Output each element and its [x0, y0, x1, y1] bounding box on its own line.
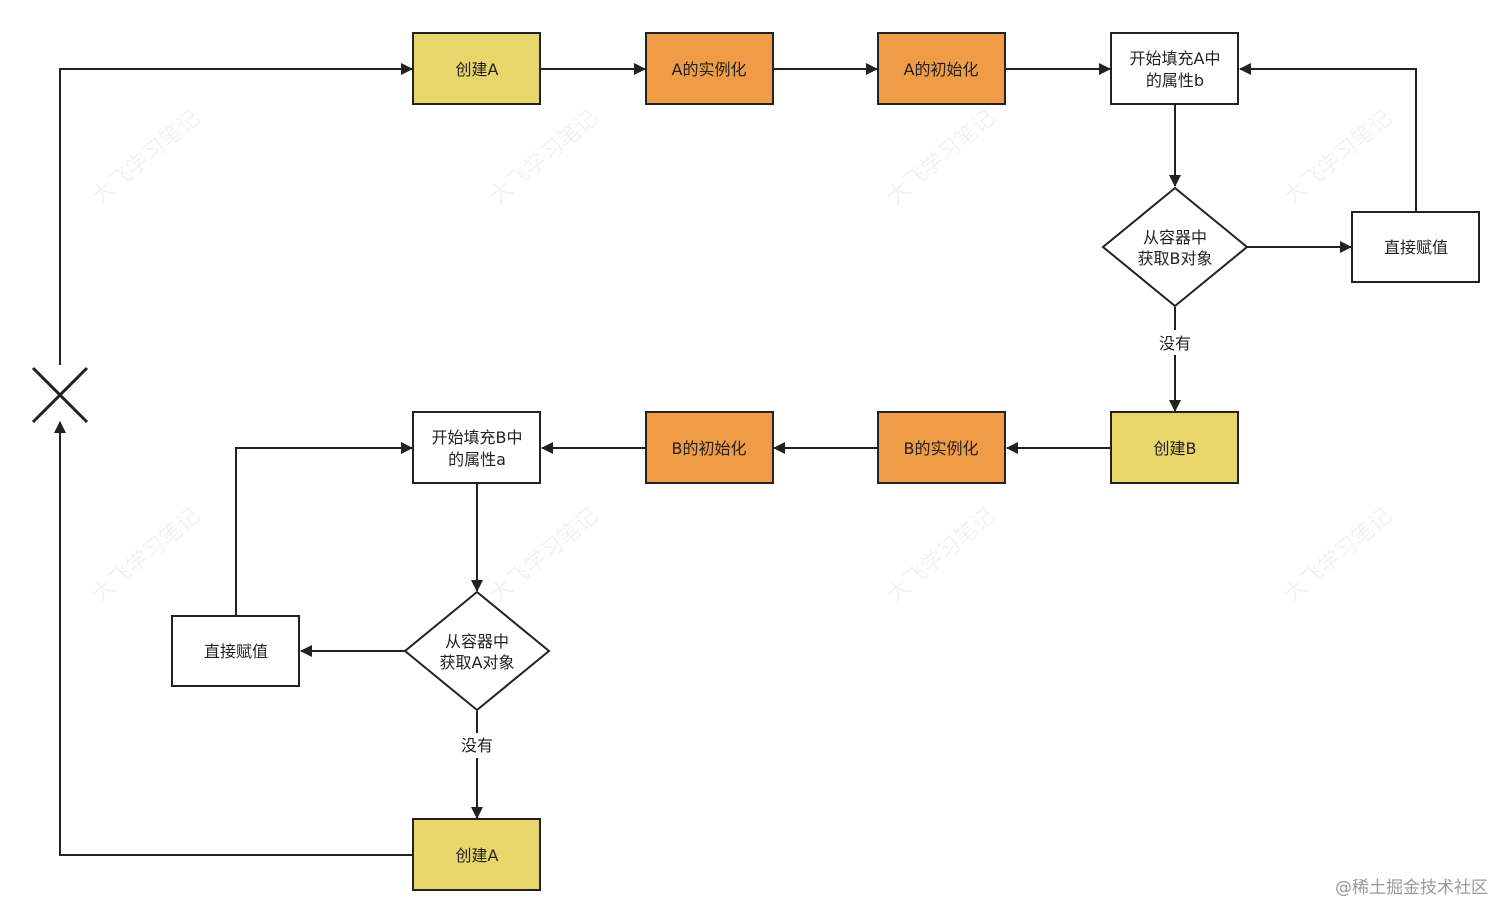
node-get-b-decision-line-1: 从容器中: [1143, 228, 1207, 247]
node-create-a-bottom: 创建A: [412, 818, 541, 891]
node-b-initialize-label: B的初始化: [672, 439, 747, 458]
node-assign-right-label: 直接赋值: [1384, 238, 1448, 257]
edge-label-no-a: 没有: [461, 736, 493, 755]
node-get-b-decision-line-2: 获取B对象: [1138, 249, 1213, 268]
node-b-fill-props: 开始填充B中 的属性a: [412, 411, 541, 484]
node-a-initialize-box: [877, 32, 1006, 105]
node-assign-right: 直接赋值: [1351, 211, 1480, 283]
node-layer: 创建A A的实例化 A的初始化 开始填充A中 的属性b 从容器中 获取B对象 直…: [171, 32, 1480, 891]
watermark: 大飞学习笔记: [1280, 106, 1397, 210]
node-create-b-label: 创建B: [1154, 439, 1197, 458]
node-a-fill-props-line-1: 开始填充A中: [1130, 49, 1221, 68]
node-get-a-decision-diamond: [403, 590, 551, 712]
edge-create-a-bottom-to-cross: [54, 421, 412, 856]
watermark: 大飞学习笔记: [1280, 504, 1397, 608]
node-a-instantiate: A的实例化: [645, 32, 774, 105]
node-assign-left-label: 直接赋值: [204, 642, 268, 661]
node-b-instantiate-label: B的实例化: [904, 439, 979, 458]
node-create-a-bottom-label: 创建A: [456, 846, 499, 865]
node-b-initialize: B的初始化: [645, 411, 774, 484]
node-get-a-decision: 从容器中 获取A对象: [403, 590, 551, 712]
edge-start-to-create-a: [59, 63, 413, 365]
cross-icon: [31, 366, 89, 424]
node-assign-left: 直接赋值: [171, 615, 300, 687]
node-a-initialize-label: A的初始化: [904, 60, 979, 79]
watermark: 大飞学习笔记: [883, 504, 1000, 608]
node-b-fill-props-line-2: 的属性a: [448, 450, 506, 469]
node-b-fill-props-box: [412, 411, 541, 484]
edge-assign-back-to-fill-b: [235, 442, 413, 615]
node-create-a-top-label: 创建A: [456, 60, 499, 79]
footer-credit: @稀土掘金技术社区: [1335, 878, 1488, 898]
node-assign-left-box: [171, 615, 300, 687]
node-a-fill-props: 开始填充A中 的属性b: [1110, 32, 1239, 105]
watermark: 大飞学习笔记: [88, 504, 205, 608]
watermark: 大飞学习笔记: [486, 504, 603, 608]
node-b-instantiate: B的实例化: [877, 411, 1006, 484]
watermark: 大飞学习笔记: [88, 106, 205, 210]
node-get-b-decision-diamond: [1101, 186, 1249, 308]
node-a-fill-props-line-2: 的属性b: [1146, 71, 1204, 90]
node-create-a-bottom-box: [412, 818, 541, 891]
node-b-fill-props-line-1: 开始填充B中: [432, 428, 523, 447]
node-get-b-decision: 从容器中 获取B对象: [1101, 186, 1249, 308]
node-a-instantiate-label: A的实例化: [672, 60, 747, 79]
node-assign-right-box: [1351, 211, 1480, 283]
node-get-a-decision-line-1: 从容器中: [445, 632, 509, 651]
node-create-b: 创建B: [1110, 411, 1239, 484]
edge-layer: [54, 63, 1417, 856]
node-create-b-box: [1110, 411, 1239, 484]
watermark: 大飞学习笔记: [883, 106, 1000, 210]
node-b-initialize-box: [645, 411, 774, 484]
node-b-instantiate-box: [877, 411, 1006, 484]
node-create-a-top-box: [412, 32, 541, 105]
node-a-fill-props-box: [1110, 32, 1239, 105]
node-a-initialize: A的初始化: [877, 32, 1006, 105]
node-get-a-decision-line-2: 获取A对象: [440, 653, 515, 672]
watermark-layer: 大飞学习笔记 大飞学习笔记 大飞学习笔记 大飞学习笔记 大飞学习笔记 大飞学习笔…: [88, 106, 1397, 608]
edge-label-no-b: 没有: [1159, 334, 1191, 353]
edge-assign-back-to-fill-a: [1239, 63, 1417, 211]
node-a-instantiate-box: [645, 32, 774, 105]
node-create-a-top: 创建A: [412, 32, 541, 105]
edge-label-layer: 没有 没有: [461, 334, 1191, 755]
watermark: 大飞学习笔记: [486, 106, 603, 210]
